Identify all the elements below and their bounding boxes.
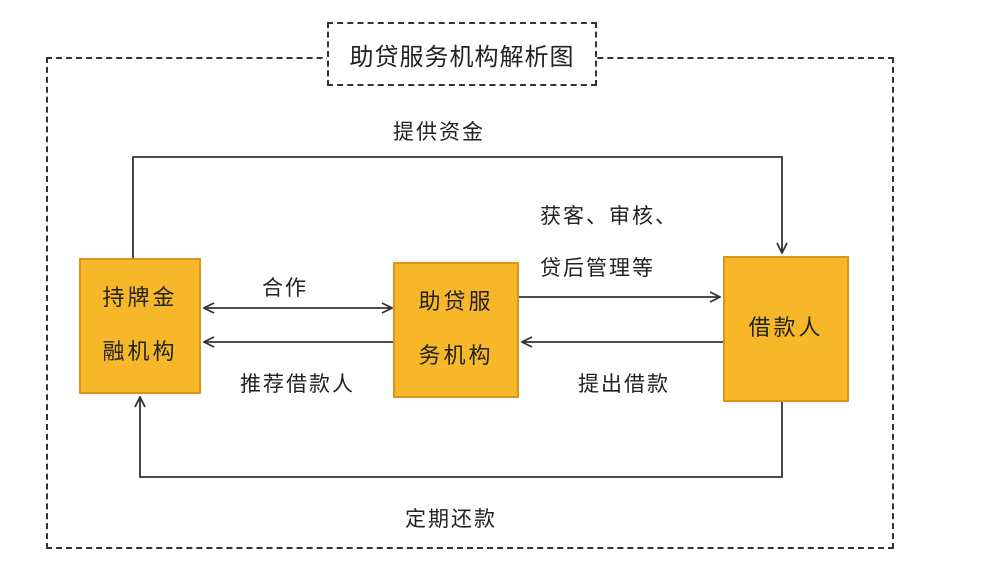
diagram-title: 助贷服务机构解析图 — [327, 22, 597, 86]
node-borrower-label: 借款人 — [748, 316, 824, 341]
node-bank-line-1: 持牌金 — [102, 286, 178, 311]
diagram-title-text: 助贷服务机构解析图 — [349, 42, 575, 71]
label-recommend-borrowers: 推荐借款人 — [240, 372, 355, 396]
label-apply-loan: 提出借款 — [578, 372, 670, 396]
node-agency-line-1: 助贷服 — [418, 290, 494, 315]
label-provide-funds: 提供资金 — [393, 120, 485, 144]
arrow-provide-funds — [132, 156, 782, 258]
node-licensed-financial-institution: 持牌金 融机构 — [79, 258, 201, 394]
node-loan-agency: 助贷服 务机构 — [393, 262, 519, 398]
label-services-line-2: 贷后管理等 — [540, 256, 655, 280]
node-bank-line-2: 融机构 — [102, 340, 178, 365]
node-borrower: 借款人 — [723, 256, 849, 402]
label-cooperation: 合作 — [262, 276, 308, 300]
label-services-line-1: 获客、审核、 — [540, 204, 678, 228]
node-agency-line-2: 务机构 — [418, 344, 494, 369]
arrow-regular-repayment — [140, 398, 783, 478]
label-regular-repayment: 定期还款 — [405, 507, 497, 531]
